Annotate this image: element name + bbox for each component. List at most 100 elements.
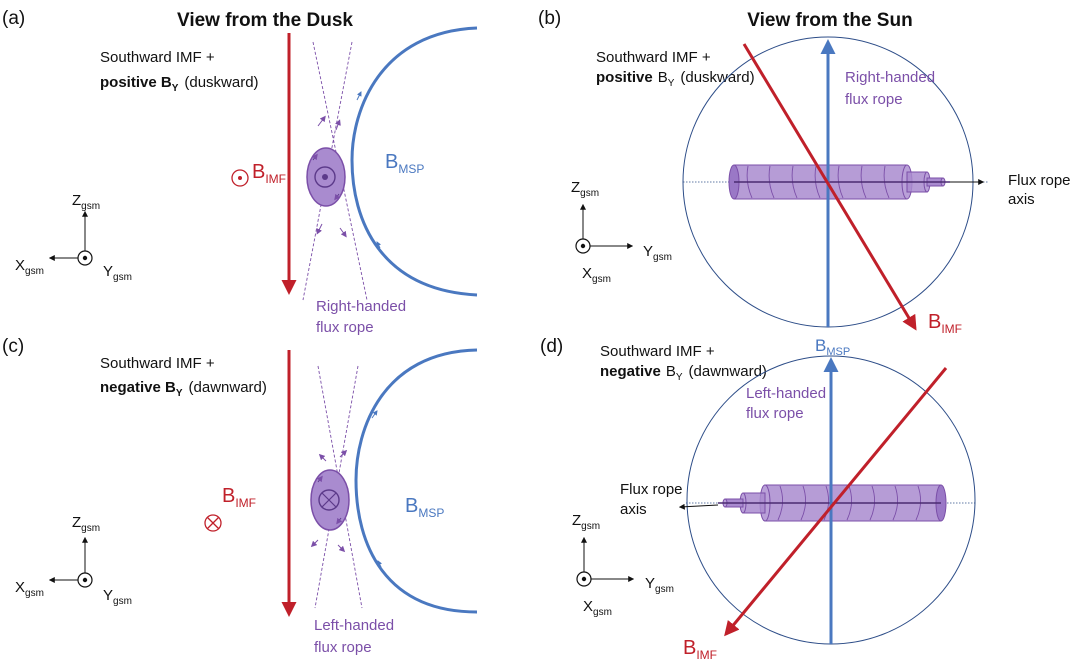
panel-a-z-label: Zgsm [72, 192, 100, 212]
panel-b-rope-label-1: Right-handed [845, 69, 935, 86]
panel-c-bimf-label: BIMF [222, 485, 256, 510]
rope-twist-arrow-icon [311, 153, 318, 161]
panel-b-bimf-label: BIMF [928, 311, 962, 336]
axis-dot-icon [82, 255, 88, 261]
flux-rope-cylinder-b [728, 164, 950, 200]
panel-d-axis-label-1: Flux rope [620, 481, 683, 498]
rope-cross-icon [321, 492, 337, 508]
panel-d-bimf-label: BIMF [683, 637, 717, 662]
panel-d: (d) Southward IMF + negative BY (dawnward)… [540, 336, 976, 662]
field-arrow-icon [310, 539, 319, 548]
rope-axis-arrow [678, 503, 719, 510]
panel-d-axis-label-2: axis [620, 501, 647, 518]
msp-arrow-icon [371, 410, 378, 419]
panel-b-imf-bold: positive [596, 69, 653, 86]
rope-twist-arrow-icon [336, 517, 343, 525]
panel-a-y-label: Ygsm [103, 263, 132, 283]
axis-dot-icon [581, 576, 587, 582]
magnetopause-arc-a [350, 26, 478, 297]
imf-dot-icon [238, 176, 242, 180]
panel-d-imf-line2: negative BY (dawnward) [600, 363, 767, 383]
field-arrow-icon [337, 544, 346, 553]
panel-c-z-label: Zgsm [72, 514, 100, 534]
imf-into-page-icon [204, 514, 222, 532]
field-arrow-icon [318, 453, 327, 462]
panel-d-bmsp-label: BMSP [815, 336, 850, 358]
panel-c-imf-line2: negative BY (dawnward) [100, 379, 267, 399]
panel-d-rope-label-1: Left-handed [746, 385, 826, 402]
panel-a-imf-line1: Southward IMF + [100, 49, 215, 66]
heading-sun: View from the Sun [747, 10, 912, 31]
panel-c-imf-bold: negative B [100, 379, 176, 396]
rope-twist-arrow-icon [316, 475, 323, 483]
panel-d-z-label: Zgsm [572, 512, 600, 532]
panel-b: (b) Southward IMF + positive BY (duskward)… [538, 8, 1071, 336]
msp-arrow-icon [377, 560, 383, 568]
panel-b-letter: (b) [538, 8, 561, 29]
imf-cross-icon [207, 517, 219, 529]
imf-field-line-d [724, 367, 948, 637]
panel-b-y-label: Ygsm [643, 243, 672, 263]
msp-arrow-icon [356, 91, 362, 101]
panel-d-imf-bold: negative [600, 363, 661, 380]
panel-a: (a) Southward IMF + positive BY (duskward… [2, 8, 478, 336]
panel-b-axis-label-1: Flux rope [1008, 172, 1071, 189]
panel-b-imf-sub: Y [668, 78, 675, 89]
panel-c-letter: (c) [2, 336, 24, 357]
panel-c: (c) Southward IMF + negative BY (dawnward… [2, 336, 478, 656]
field-arrow-icon [317, 115, 326, 127]
heading-dusk: View from the Dusk [177, 10, 353, 31]
panel-d-letter: (d) [540, 336, 563, 357]
panel-a-rope-label-2: flux rope [316, 319, 374, 336]
panel-a-imf-bold: positive B [100, 74, 172, 91]
panel-a-letter: (a) [2, 8, 25, 29]
panel-a-rope-label-1: Right-handed [316, 298, 406, 315]
panel-d-imf-sub: Y [676, 372, 683, 383]
panel-a-imf-rest: (duskward) [184, 74, 258, 91]
panel-b-rope-label-2: flux rope [845, 91, 903, 108]
panel-b-axis-label-2: axis [1008, 191, 1035, 208]
panel-b-imf-rest: (duskward) [680, 69, 754, 86]
panel-d-x-label: Xgsm [583, 598, 612, 618]
panel-a-bimf-label: BIMF [252, 161, 286, 186]
panel-a-imf-sub: Y [172, 83, 179, 94]
rope-into-page-icon [318, 489, 340, 511]
imf-field-line-b [742, 43, 917, 331]
panel-b-imf-line2: positive BY (duskward) [596, 69, 755, 89]
magnetopause-arc-c [354, 348, 478, 614]
field-arrow-icon [339, 449, 348, 458]
panel-d-imf-rest: (dawnward) [689, 363, 767, 380]
msp-arrow-icon [376, 241, 382, 249]
panel-c-rope-label-2: flux rope [314, 639, 372, 656]
field-arrow-icon [339, 227, 347, 238]
panel-a-bmsp-label: BMSP [385, 151, 424, 176]
panel-b-imf-b: B [658, 69, 668, 86]
panel-d-y-label: Ygsm [645, 575, 674, 595]
panel-a-x-label: Xgsm [15, 257, 44, 277]
rope-out-of-page-icon [314, 166, 336, 188]
panel-c-y-label: Ygsm [103, 587, 132, 607]
panel-c-x-label: Xgsm [15, 579, 44, 599]
axis-dot-icon [580, 243, 586, 249]
field-arrow-icon [335, 119, 341, 131]
axis-dot-icon [82, 577, 88, 583]
panel-d-rope-label-2: flux rope [746, 405, 804, 422]
panel-b-x-label: Xgsm [582, 265, 611, 285]
flux-rope-cylinder-d [718, 484, 947, 522]
panel-c-imf-rest: (dawnward) [189, 379, 267, 396]
panel-c-bmsp-label: BMSP [405, 495, 444, 520]
panel-b-imf-line1: Southward IMF + [596, 49, 711, 66]
panel-c-imf-sub: Y [176, 388, 183, 399]
panel-d-imf-line1: Southward IMF + [600, 343, 715, 360]
panel-a-imf-line2: positive BY (duskward) [100, 74, 259, 94]
imf-out-of-page-icon [231, 169, 249, 187]
panel-d-imf-b: B [666, 363, 676, 380]
flux-rope-cross-section-c [310, 469, 350, 531]
panel-b-z-label: Zgsm [571, 179, 599, 199]
panel-c-rope-label-1: Left-handed [314, 617, 394, 634]
panel-c-imf-line1: Southward IMF + [100, 355, 215, 372]
field-arrow-icon [316, 223, 323, 235]
rope-twist-arrow-icon [334, 193, 341, 201]
rope-dot-icon [322, 174, 328, 180]
